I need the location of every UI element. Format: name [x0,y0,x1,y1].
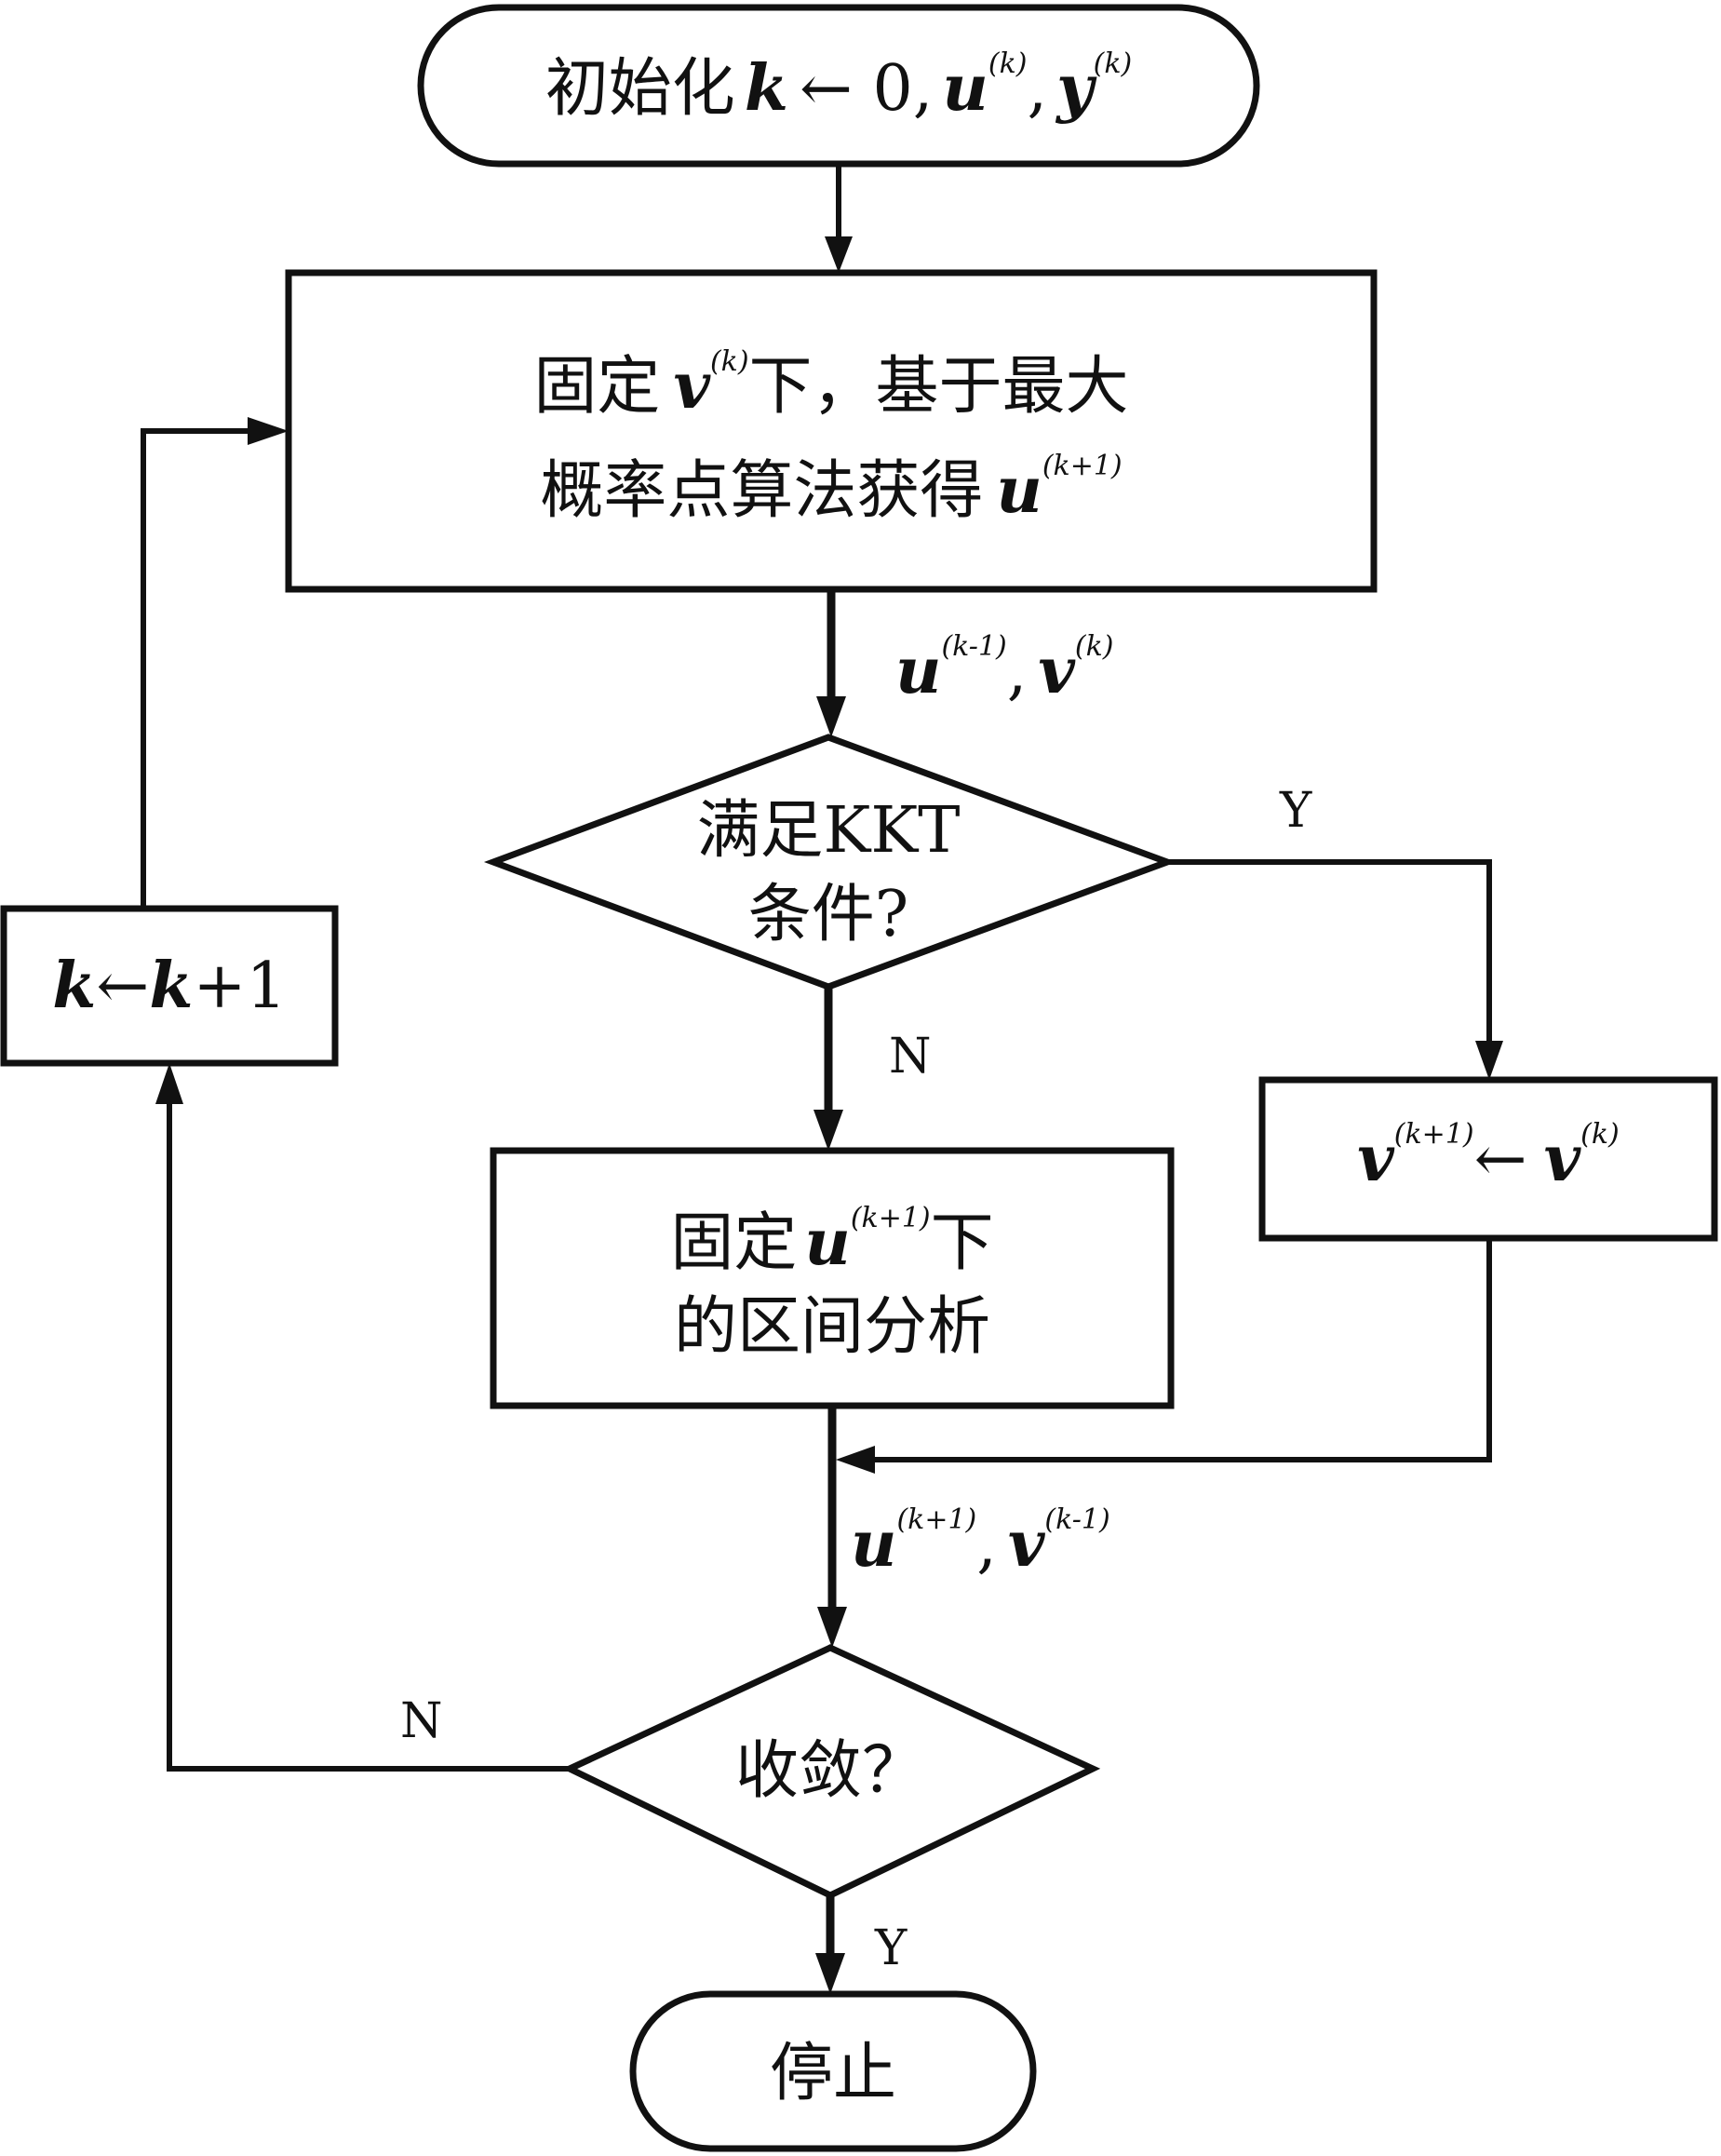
edge-converge-yes-stop [815,1895,845,1994]
edge-update-v-merge [836,1238,1492,1474]
stop-text: 停止 [770,2037,896,2110]
kkt-yes-label: Y [1279,783,1312,839]
stop-terminal: 停止 [629,1990,1037,2152]
edge-converge-no-increment [155,1063,570,1772]
increment-text: k←k+1 [52,949,286,1023]
update-v-process: v(k+1)←v(k) [1258,1076,1718,1242]
edge-increment-step1 [141,417,289,909]
edge-label-after-step1: u(k-1),v(k) [895,630,1113,708]
edge-label-after-merge: u(k+1),v(k-1) [851,1503,1110,1582]
edge-kkt-no-interval [813,987,843,1151]
kkt-no-label: N [889,1029,932,1085]
converge-no-label: N [400,1693,443,1749]
update-v-text: v(k+1)←v(k) [1357,1118,1619,1196]
increment-k-process: k←k+1 [0,905,339,1067]
edge-kkt-yes-update-v [1167,859,1503,1080]
kkt-line1: 满足KKT [697,794,961,868]
edge-start-step1 [825,164,853,273]
edge-interval-converge [817,1406,847,1648]
converge-decision: 收敛？ [561,1644,1101,1899]
kkt-line2: 条件? [748,878,908,951]
converge-yes-label: Y [874,1920,908,1976]
kkt-decision: 满足KKT 条件? [483,734,1177,990]
interval-line2: 的区间分析 [674,1290,990,1364]
edge-step1-kkt [816,589,846,737]
converge-text: 收敛？ [735,1734,925,1808]
